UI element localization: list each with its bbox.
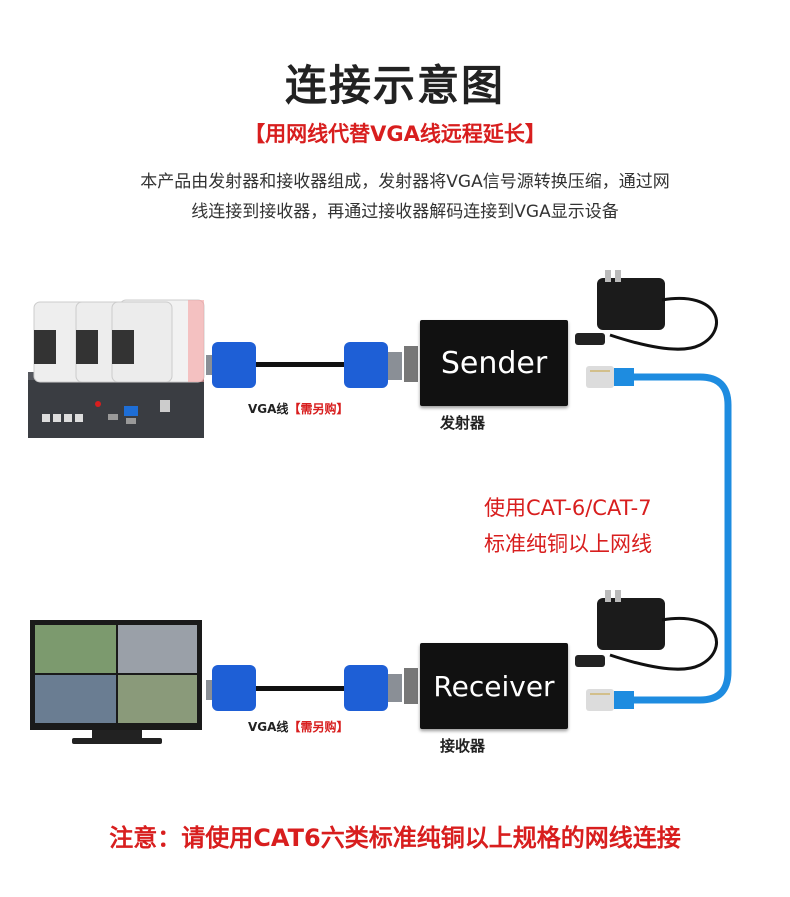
vga-cable-label-top: VGA线【需另购】 [248, 400, 348, 417]
monitor-icon [30, 620, 202, 744]
description-line-2: 线连接到接收器，再通过接收器解码连接到VGA显示设备 [191, 202, 619, 222]
page-subtitle: 【用网线代替VGA线远程延长】 [244, 122, 546, 146]
warning-note: 注意：请使用CAT6六类标准纯铜以上规格的网线连接 [109, 824, 681, 852]
vga-label-text: VGA线 [248, 402, 289, 416]
vga-cable-label-bottom: VGA线【需另购】 [248, 718, 348, 735]
sender-label: 发射器 [440, 414, 486, 432]
vga-label-note: 【需另购】 [288, 720, 349, 734]
vga-label-text: VGA线 [248, 720, 289, 734]
page-title: 连接示意图 [284, 61, 505, 110]
cctv-camera-icon [33, 299, 205, 383]
rj45-plug-icon [590, 370, 610, 695]
power-adapter-icon [575, 270, 718, 351]
receiver-label: 接收器 [440, 737, 486, 755]
power-adapter-icon-bottom [575, 590, 718, 671]
cable-note-line-1: 使用CAT-6/CAT-7 [484, 496, 652, 520]
description-line-1: 本产品由发射器和接收器组成，发射器将VGA信号源转换压缩，通过网 [140, 172, 670, 192]
sender-box: Sender [420, 320, 568, 406]
vga-cable-top [206, 342, 402, 388]
vga-label-note: 【需另购】 [288, 402, 349, 416]
vga-connector-icon [206, 665, 402, 711]
receiver-box: Receiver [420, 643, 568, 729]
cable-note-line-2: 标准纯铜以上网线 [484, 532, 652, 556]
